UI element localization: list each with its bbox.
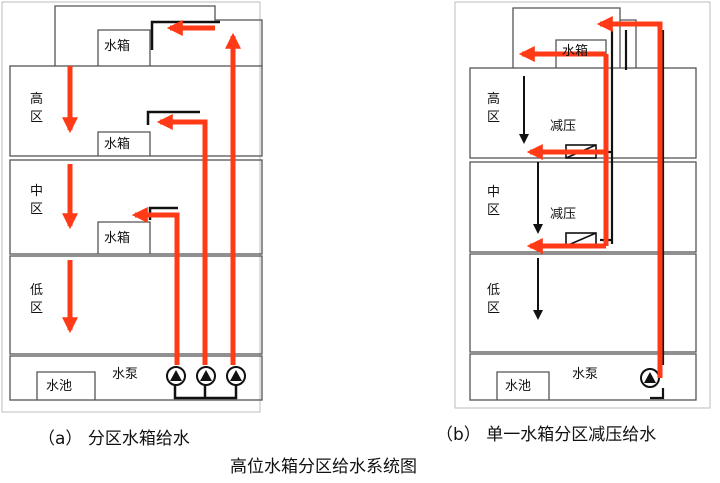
flow-arrow-riser (596, 15, 663, 378)
zone-high-label-1: 高 (30, 91, 43, 107)
diagram-b-pipes (600, 30, 665, 400)
diagram-b: 水箱 高 区 中 区 低 区 减压 减压 水池 水泵 (454, 1, 711, 409)
zone-mid-label-1: 中 (30, 184, 43, 199)
diagram-b-flow-arrows (518, 15, 663, 378)
valve-1-label: 减压 (550, 119, 576, 134)
pump-label: 水泵 (112, 367, 138, 382)
zone-high-label-2: 区 (487, 110, 500, 125)
zone-high-label-1: 高 (487, 91, 500, 107)
caption-a: （a） 分区水箱给水 (38, 429, 190, 449)
diagram-a-frame (1, 1, 261, 413)
diagram-a-pipes (146, 20, 238, 400)
diagram-a-flow-arrows (61, 19, 242, 365)
zone-mid-label-2: 区 (30, 202, 43, 217)
tank-low-label: 水箱 (104, 230, 130, 246)
tank-label: 水箱 (562, 43, 588, 59)
caption-b: （b） 单一水箱分区减压给水 (436, 425, 657, 445)
pool-label: 水池 (505, 379, 531, 394)
zone-low-label-1: 低 (30, 283, 43, 298)
zone-low-label-2: 区 (30, 301, 43, 316)
diagram-a-building (9, 5, 263, 401)
tank-top-label: 水箱 (104, 38, 130, 54)
diagram-a-labels: 水箱 水箱 水箱 高 区 中 区 低 区 水池 水泵 (30, 38, 138, 394)
figure-title: 高位水箱分区给水系统图 (230, 457, 417, 477)
diagram-b-frame (454, 1, 711, 409)
pressure-valves (565, 144, 597, 247)
flow-arrow-up-mid (156, 113, 208, 365)
flow-arrow-up-low (131, 206, 180, 365)
diagram-a: 水箱 水箱 水箱 高 区 中 区 低 区 水池 水泵 (1, 1, 263, 413)
tank-mid-label: 水箱 (104, 136, 130, 152)
zone-low-label-1: 低 (487, 283, 500, 298)
zone-mid-label-1: 中 (487, 185, 500, 200)
pool-label: 水池 (46, 379, 72, 394)
pump-label: 水泵 (572, 367, 598, 382)
diagram-b-down-arrows (519, 76, 543, 320)
zone-mid-label-2: 区 (487, 203, 500, 218)
zone-low-label-2: 区 (487, 301, 500, 316)
zone-high-label-2: 区 (30, 110, 43, 125)
valve-2-label: 减压 (550, 207, 576, 222)
diagram-b-labels: 水箱 高 区 中 区 低 区 减压 减压 水池 水泵 (487, 43, 598, 394)
